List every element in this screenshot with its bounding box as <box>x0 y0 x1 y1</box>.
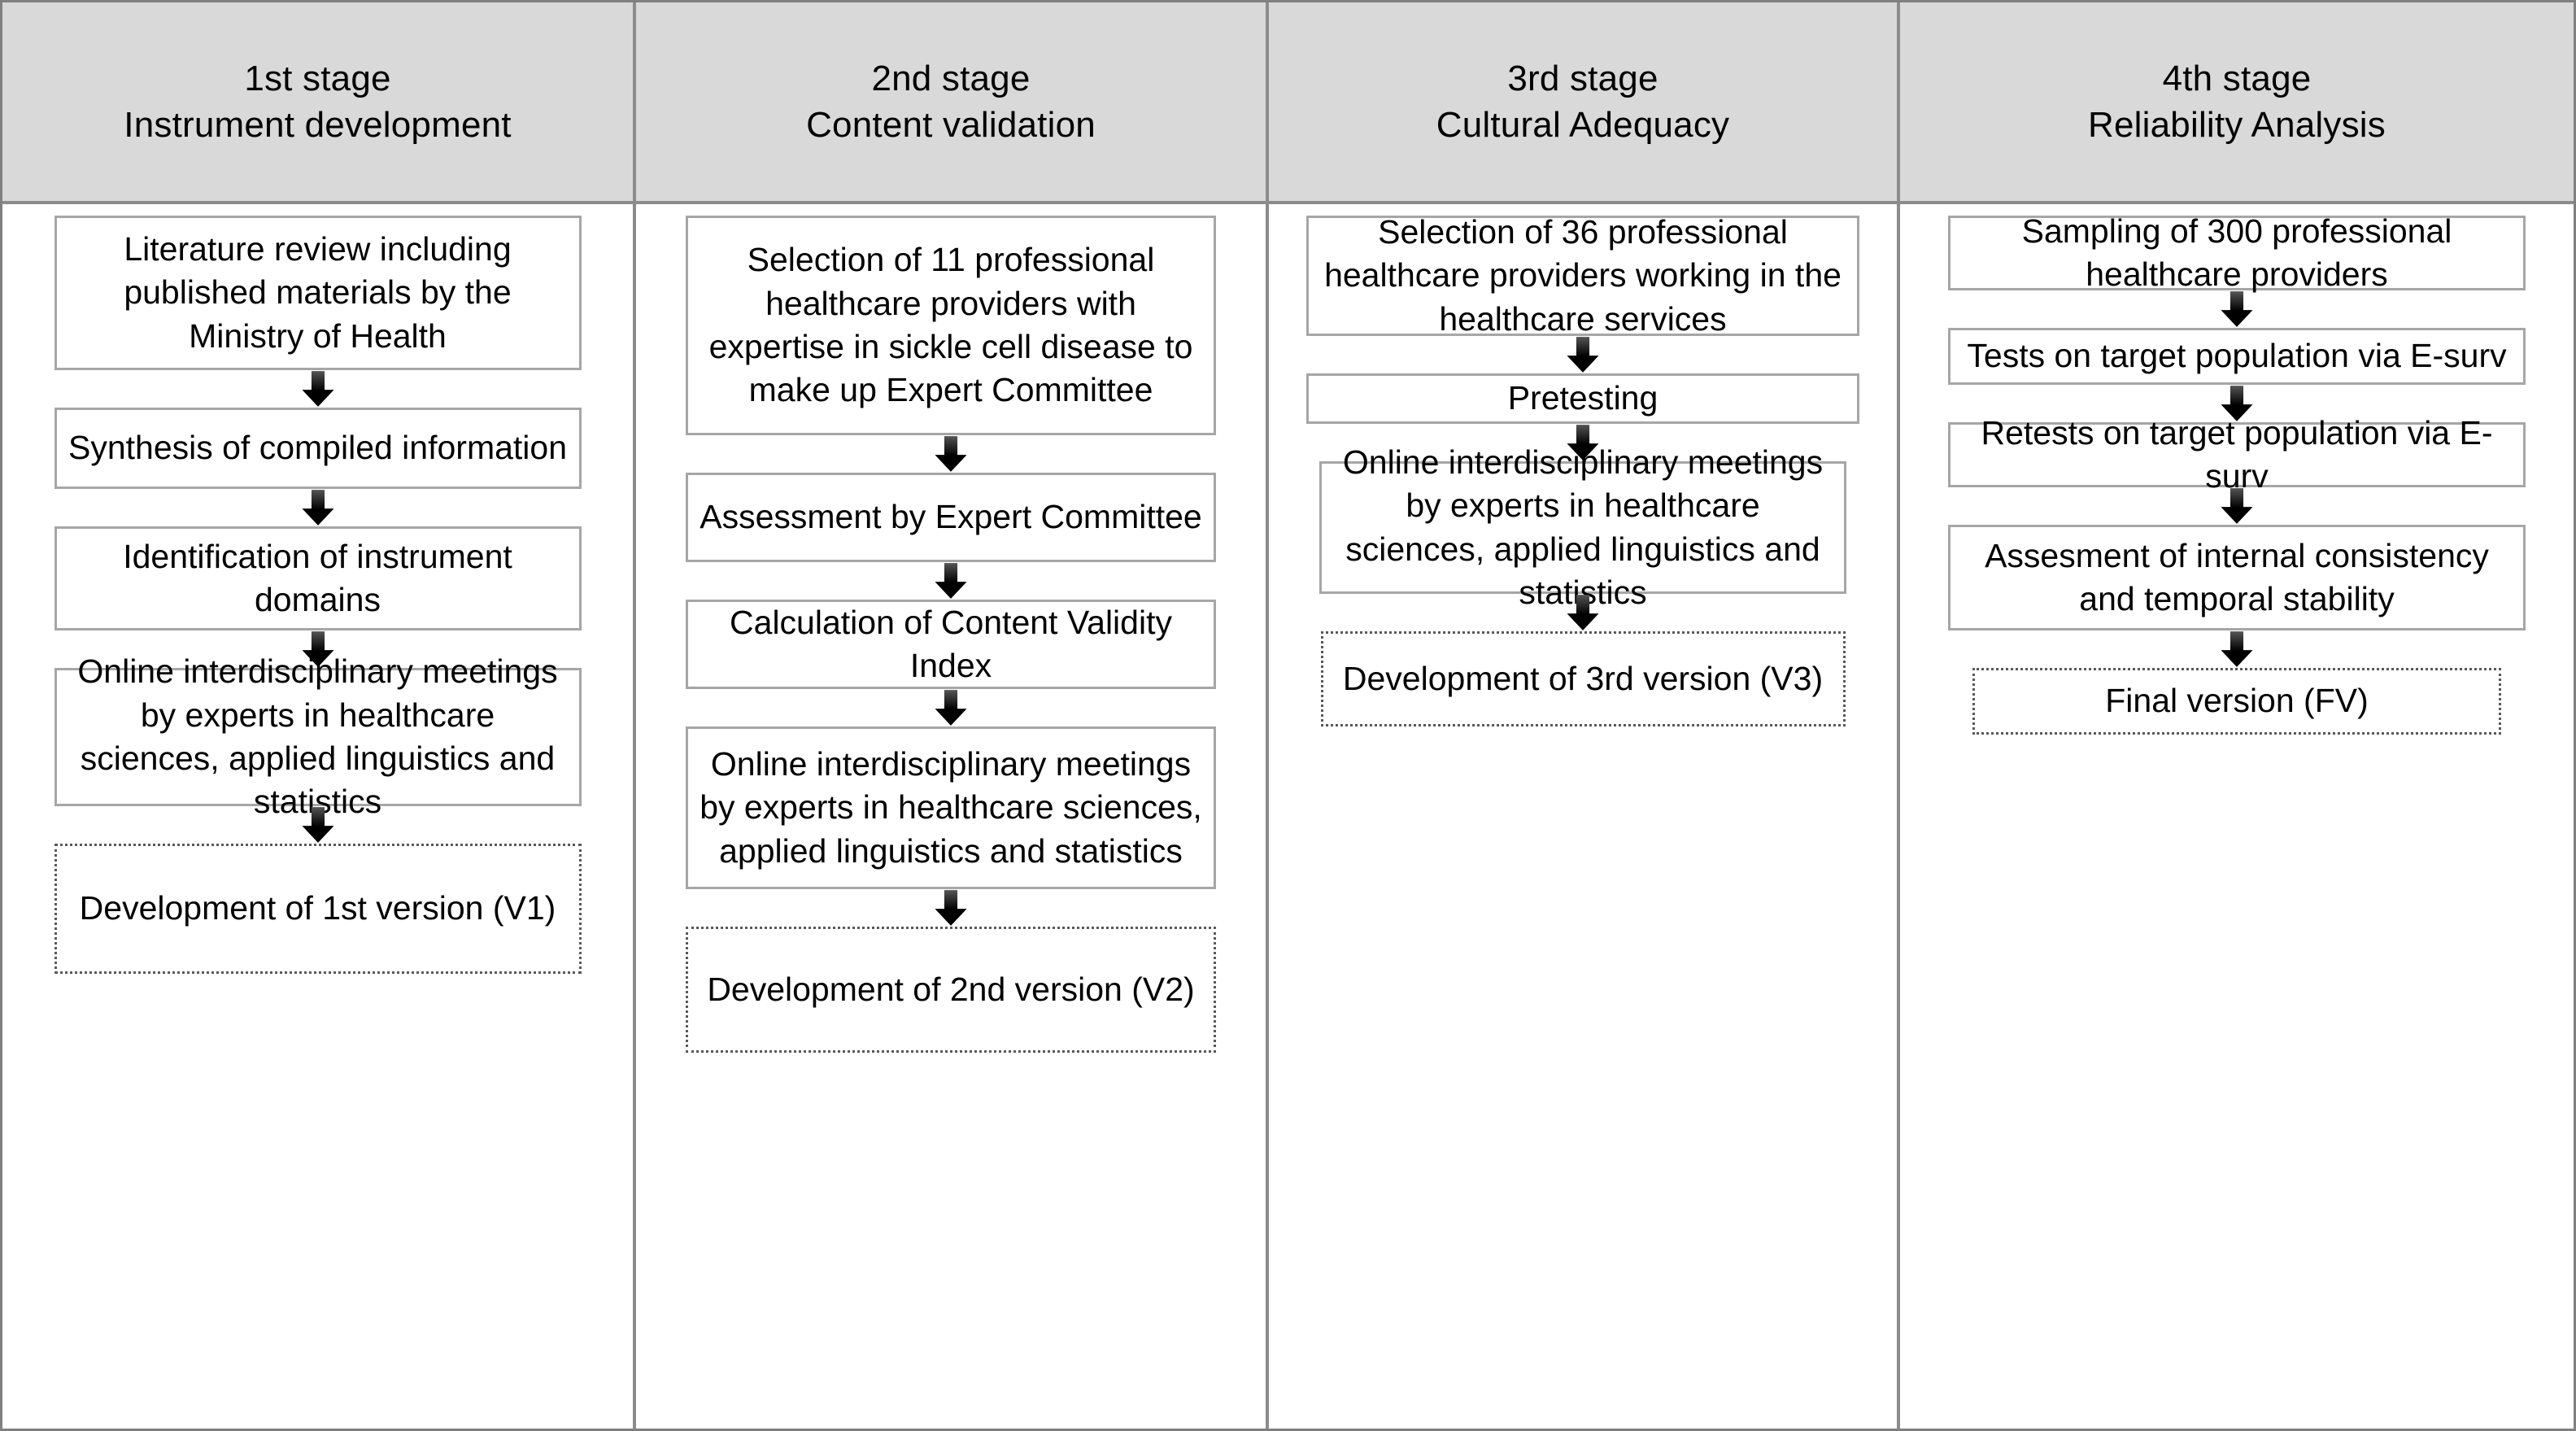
stage-number-1: 1st stage <box>244 58 391 98</box>
stage-name-1: Instrument development <box>124 105 512 145</box>
process-node: Selection of 36 professional healthcare … <box>1306 213 1859 338</box>
process-node: Assessment by Expert Committee <box>686 473 1216 562</box>
arrow-down-icon <box>1564 594 1602 631</box>
arrow-down-icon <box>2218 487 2256 525</box>
output-node: Final version (FV) <box>1972 668 2501 735</box>
arrow-down-icon <box>932 889 970 927</box>
arrow-down-icon <box>2218 290 2256 328</box>
stage-header-2: 2nd stage Content validation <box>636 2 1269 201</box>
stage-columns: Literature review including published ma… <box>2 204 2574 1429</box>
stage-column-1: Literature review including published ma… <box>2 204 636 1429</box>
stage-name-4: Reliability Analysis <box>2088 105 2386 145</box>
stage-header-4: 4th stage Reliability Analysis <box>1900 2 2574 201</box>
stage-number-2: 2nd stage <box>871 58 1031 98</box>
stage-header-3: 3rd stage Cultural Adequacy <box>1269 2 1900 201</box>
stage-header-row: 1st stage Instrument development 2nd sta… <box>2 2 2574 204</box>
arrow-down-icon <box>299 630 337 668</box>
stage-number-3: 3rd stage <box>1507 58 1658 98</box>
process-node: Assesment of internal consistency and te… <box>1948 525 2526 630</box>
stage-header-1: 1st stage Instrument development <box>2 2 636 201</box>
process-node: Selection of 11 professional healthcare … <box>686 216 1216 435</box>
arrow-down-icon <box>2218 385 2256 422</box>
stage-name-3: Cultural Adequacy <box>1436 105 1730 145</box>
output-node: Development of 2nd version (V2) <box>686 927 1216 1053</box>
stage-column-4: Sampling of 300 professional healthcare … <box>1900 204 2574 1429</box>
process-node: Pretesting <box>1306 373 1859 424</box>
process-node: Synthesis of compiled information <box>54 408 582 489</box>
process-node: Online interdisciplinary meetings by exp… <box>54 652 582 820</box>
arrow-down-icon <box>1564 336 1602 373</box>
stage-column-3: Selection of 36 professional healthcare … <box>1269 204 1900 1429</box>
arrow-down-icon <box>299 806 337 844</box>
arrow-down-icon <box>2218 630 2256 668</box>
process-node: Online interdisciplinary meetings by exp… <box>686 726 1216 889</box>
stage-name-2: Content validation <box>806 105 1096 145</box>
process-node: Literature review including published ma… <box>54 216 582 370</box>
arrow-down-icon <box>932 689 970 726</box>
arrow-down-icon <box>1564 424 1602 461</box>
stage-number-4: 4th stage <box>2162 58 2312 98</box>
arrow-down-icon <box>932 562 970 600</box>
output-node: Development of 3rd version (V3) <box>1320 631 1846 726</box>
process-node: Sampling of 300 professional healthcare … <box>1948 212 2526 293</box>
process-node: Calculation of Content Validity Index <box>686 600 1216 689</box>
process-node: Online interdisciplinary meetings by exp… <box>1319 443 1846 611</box>
stage-column-2: Selection of 11 professional healthcare … <box>636 204 1269 1429</box>
arrow-down-icon <box>299 489 337 526</box>
process-node: Identification of instrument domains <box>54 526 582 630</box>
process-node: Retests on target population via E-surv <box>1948 414 2526 495</box>
output-node: Development of 1st version (V1) <box>54 844 582 974</box>
process-node: Tests on target population via E-surv <box>1948 328 2526 385</box>
arrow-down-icon <box>932 435 970 473</box>
arrow-down-icon <box>299 370 337 408</box>
